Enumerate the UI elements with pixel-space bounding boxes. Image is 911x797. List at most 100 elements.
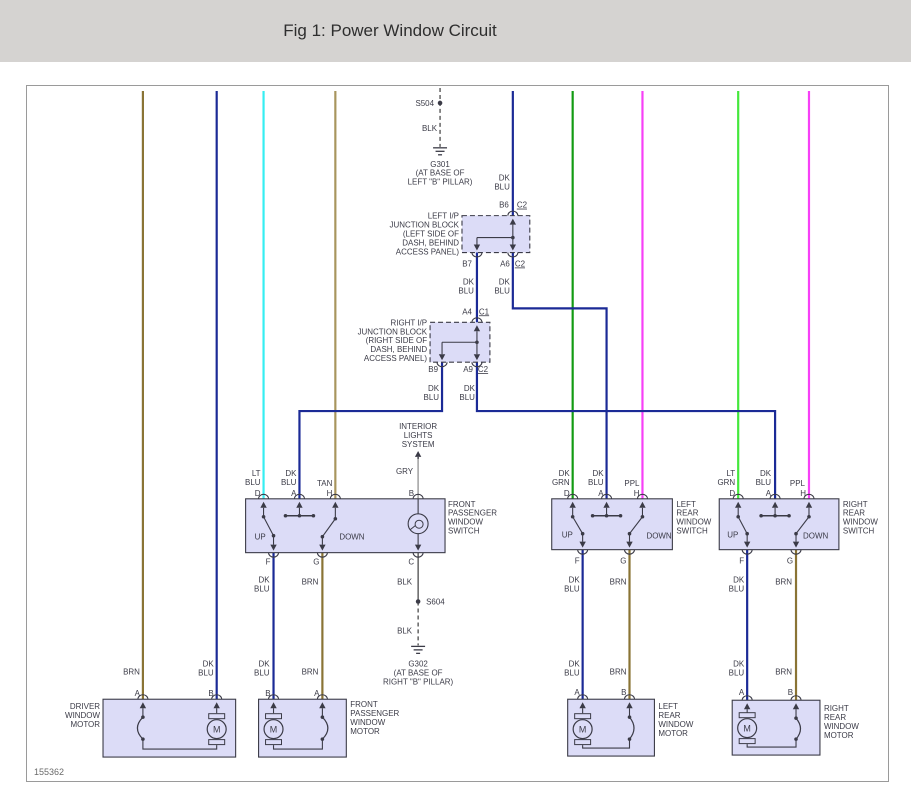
wire-color-label: DK (760, 469, 772, 478)
schematic-line (746, 739, 797, 748)
ground-caption: LEFT "B" PILLAR) (408, 178, 473, 187)
lamp-icon (414, 519, 424, 529)
left-ip-junction-block-label: (LEFT SIDE OF (403, 230, 459, 239)
pin-connector (623, 549, 636, 555)
pin-connector (601, 493, 613, 499)
wire-color-label: GRY (396, 467, 414, 476)
pin-label: A6 (500, 259, 510, 268)
pin-label: B (208, 689, 213, 698)
left-rear-window-switch (551, 498, 673, 551)
wire-color-label: BRN (775, 667, 792, 676)
arrow-down-icon (414, 544, 422, 551)
left-rear-window-switch-label: REAR (676, 509, 698, 518)
pin-label: G (620, 557, 626, 566)
figure-title-bar: Fig 1: Power Window Circuit (0, 0, 911, 62)
pin-connector (471, 252, 483, 258)
pin-label: A (291, 489, 297, 498)
motor-brush (265, 739, 283, 746)
wire-color-label: DK (499, 174, 511, 183)
motor-brush (738, 738, 756, 745)
right-rear-window-switch-label: WINDOW (843, 518, 878, 527)
interior-lights-system-label: SYSTEM (402, 440, 435, 449)
right-ip-junction-block-label: (RIGHT SIDE OF (366, 336, 428, 345)
left-rear-window-switch-label: LEFT (676, 500, 696, 509)
pin-connector (137, 694, 149, 700)
schematic-line (572, 516, 584, 534)
wire-color-label: DK (569, 659, 581, 668)
ground-caption: RIGHT "B" PILLAR) (383, 677, 454, 686)
pin-label: B7 (462, 259, 472, 268)
junction-dot (773, 513, 777, 518)
arrow-up-icon (569, 501, 576, 508)
wire-color-label: GRN (552, 478, 570, 487)
left-rear-window-motor-label: LEFT (658, 702, 678, 711)
pin-label: D (564, 489, 570, 498)
motor-icon (206, 719, 227, 740)
wire-color-label: BLK (422, 124, 438, 133)
pin-label: F (266, 558, 271, 567)
junction-dot (311, 513, 316, 518)
pin-connector (471, 362, 483, 368)
wire-color-label: BLU (588, 478, 604, 487)
pin-label: D (255, 489, 261, 498)
pin-label: F (739, 557, 744, 566)
ground-caption: (AT BASE OF (416, 169, 465, 178)
pin-label: A (574, 688, 580, 697)
wire-color-label: PPL (790, 479, 806, 488)
wire-color-label: BRN (610, 578, 627, 587)
pin-connector (636, 493, 648, 499)
motor-icon (572, 719, 593, 740)
left-rear-window-switch-label: WINDOW (676, 518, 711, 527)
pin-label: D (729, 489, 735, 498)
wire-color-label: DK (499, 277, 511, 286)
wire-color-label: LT (252, 469, 261, 478)
arrow-up-icon (626, 702, 633, 709)
driver-window-motor-label: DRIVER (70, 702, 100, 711)
pin-connector (412, 493, 424, 499)
arrow-down-icon (743, 541, 751, 548)
junction-dot (618, 513, 623, 518)
front-passenger-window-switch-label: PASSENGER (448, 509, 497, 518)
circuit-breaker-icon (321, 716, 329, 740)
wire-color-label: BLU (424, 393, 440, 402)
right-rear-window-switch-label: RIGHT (843, 500, 868, 509)
pin-connector (293, 493, 305, 499)
pin-label: C2 (515, 259, 526, 268)
front-passenger-window-motor-label: FRONT (350, 700, 378, 709)
arrow-down-icon (509, 244, 517, 251)
wire-color-label: BLU (729, 585, 745, 594)
right-ip-junction-block-label: DASH, BEHIND (370, 345, 427, 354)
schematic-line (795, 516, 810, 535)
wire-color-label: BLU (756, 478, 772, 487)
arrow-up-icon (260, 501, 267, 508)
motor-m-label: M (270, 724, 277, 734)
pin-connector (507, 252, 519, 258)
pin-label: C2 (517, 201, 528, 210)
arrow-down-icon (473, 354, 481, 361)
wire-color-label: PPL (624, 479, 640, 488)
wire-color-label: BLU (564, 668, 580, 677)
arrow-up-icon (473, 325, 481, 332)
left-rear-window-motor-label: MOTOR (658, 729, 688, 738)
pin-label: G (313, 558, 319, 567)
pin-connector (267, 694, 280, 700)
left-ip-junction-block-label: LEFT I/P (428, 212, 459, 221)
wire-color-label: BLU (458, 286, 474, 295)
pin-connector (507, 210, 519, 216)
schematic-line (582, 739, 631, 749)
pin-connector (258, 493, 270, 499)
arrow-down-icon (792, 541, 800, 548)
pin-connector (329, 493, 341, 499)
wire-color-label: LT (726, 469, 735, 478)
arrow-down-icon (438, 354, 446, 361)
pin-label: F (575, 557, 580, 566)
pin-label: C1 (479, 307, 490, 316)
interior-lights-system-label: LIGHTS (404, 431, 433, 440)
left-rear-window-motor-label: REAR (658, 711, 680, 720)
left-ip-junction-block-label: JUNCTION BLOCK (389, 221, 459, 230)
left-ip-junction-block-label: ACCESS PANEL) (396, 248, 460, 257)
pin-label: A (766, 489, 772, 498)
switch-position-label: UP (727, 531, 738, 540)
interior-lights-system-label: INTERIOR (399, 422, 437, 431)
